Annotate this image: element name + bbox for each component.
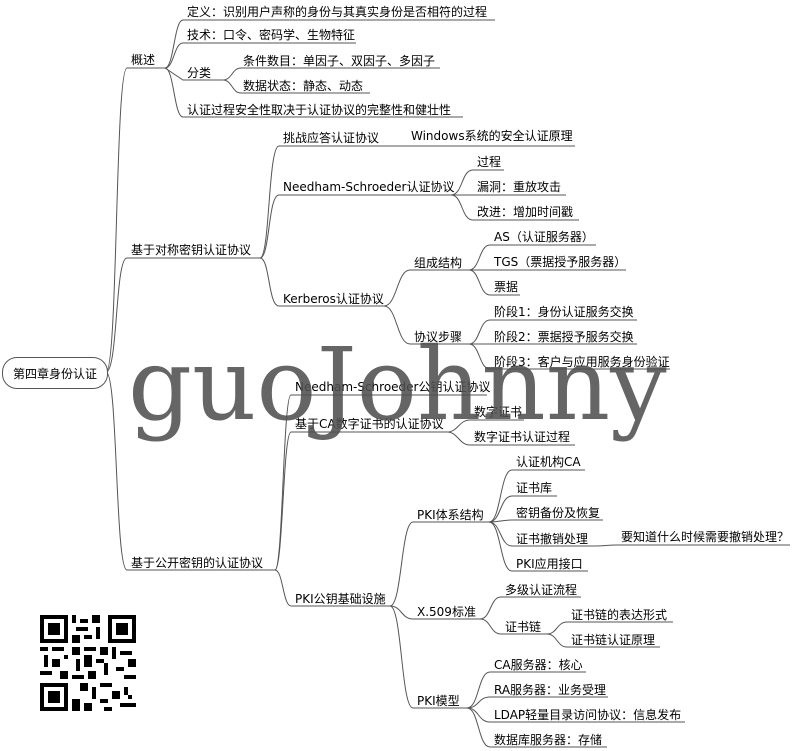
node-cert-process: 数字证书认证过程: [474, 430, 571, 444]
node-by-data-state: 数据状态：静态、动态: [243, 79, 364, 93]
node-digital-cert: 数字证书: [474, 405, 523, 419]
node-key-backup: 密钥备份及恢复: [516, 506, 601, 520]
node-pki-api: PKI应用接口: [516, 557, 583, 571]
root-node: 第四章身份认证: [2, 357, 108, 389]
node-security: 认证过程安全性取决于认证协议的完整性和健壮性: [187, 103, 452, 117]
node-public-key: 基于公开密钥的认证协议: [131, 556, 264, 570]
node-ca-cert-protocol: 基于CA数字证书的认证协议: [295, 417, 444, 431]
node-chain-principle: 证书链认证原理: [571, 633, 656, 647]
node-ns-flaw: 漏洞：重放攻击: [477, 180, 562, 194]
node-step3: 阶段3：客户与应用服务身份验证: [494, 355, 670, 369]
node-ca-server: CA服务器：核心: [494, 658, 583, 672]
node-ticket: 票据: [494, 280, 519, 294]
node-symmetric: 基于对称密钥认证协议: [131, 243, 252, 257]
node-ns-process: 过程: [477, 155, 502, 169]
node-challenge: 挑战应答认证协议: [283, 131, 380, 145]
root-label: 第四章身份认证: [12, 366, 97, 381]
node-tgs: TGS（票据授予服务器）: [494, 255, 627, 269]
node-overview: 概述: [131, 53, 156, 67]
node-cert-repo: 证书库: [516, 481, 553, 495]
node-step1: 阶段1：身份认证服务交换: [494, 305, 634, 319]
node-technique: 技术：口令、密码学、生物特征: [187, 28, 356, 42]
node-as: AS（认证服务器）: [494, 230, 594, 244]
node-composition: 组成结构: [414, 256, 463, 270]
qr-code-image: [40, 615, 136, 711]
node-by-conditions: 条件数目：单因子、双因子、多因子: [243, 54, 436, 68]
node-revocation-question: 要知道什么时候需要撤销处理？: [621, 530, 790, 544]
node-revocation: 证书撤销处理: [516, 532, 589, 546]
node-pki-model: PKI模型: [417, 694, 460, 708]
node-ra-server: RA服务器：业务受理: [494, 683, 607, 697]
node-multi-level: 多级认证流程: [505, 583, 578, 597]
node-db-server: 数据库服务器：存储: [494, 733, 603, 747]
node-pki-arch: PKI体系结构: [417, 508, 484, 522]
node-kerberos: Kerberos认证协议: [283, 292, 384, 306]
node-ldap: LDAP轻量目录访问协议：信息发布: [494, 708, 682, 722]
node-windows: Windows系统的安全认证原理: [411, 129, 573, 143]
node-definition: 定义：识别用户声称的身份与其真实身份是否相符的过程: [187, 5, 488, 19]
node-x509: X.509标准: [417, 605, 476, 619]
node-chain-form: 证书链的表达形式: [571, 608, 668, 622]
node-ns-public-key: Needham-Schroeder公钥认证协议: [295, 380, 491, 394]
node-cert-chain: 证书链: [505, 620, 542, 634]
node-ca: 认证机构CA: [516, 455, 581, 469]
node-step2: 阶段2：票据授予服务交换: [494, 330, 634, 344]
node-needham-schroeder: Needham-Schroeder认证协议: [283, 180, 455, 194]
node-steps: 协议步骤: [414, 330, 463, 344]
node-pki: PKI公钥基础设施: [295, 592, 386, 606]
watermark-text: guoJohnny: [128, 326, 667, 443]
node-ns-fix: 改进：增加时间戳: [477, 205, 574, 219]
node-classification: 分类: [187, 66, 212, 80]
